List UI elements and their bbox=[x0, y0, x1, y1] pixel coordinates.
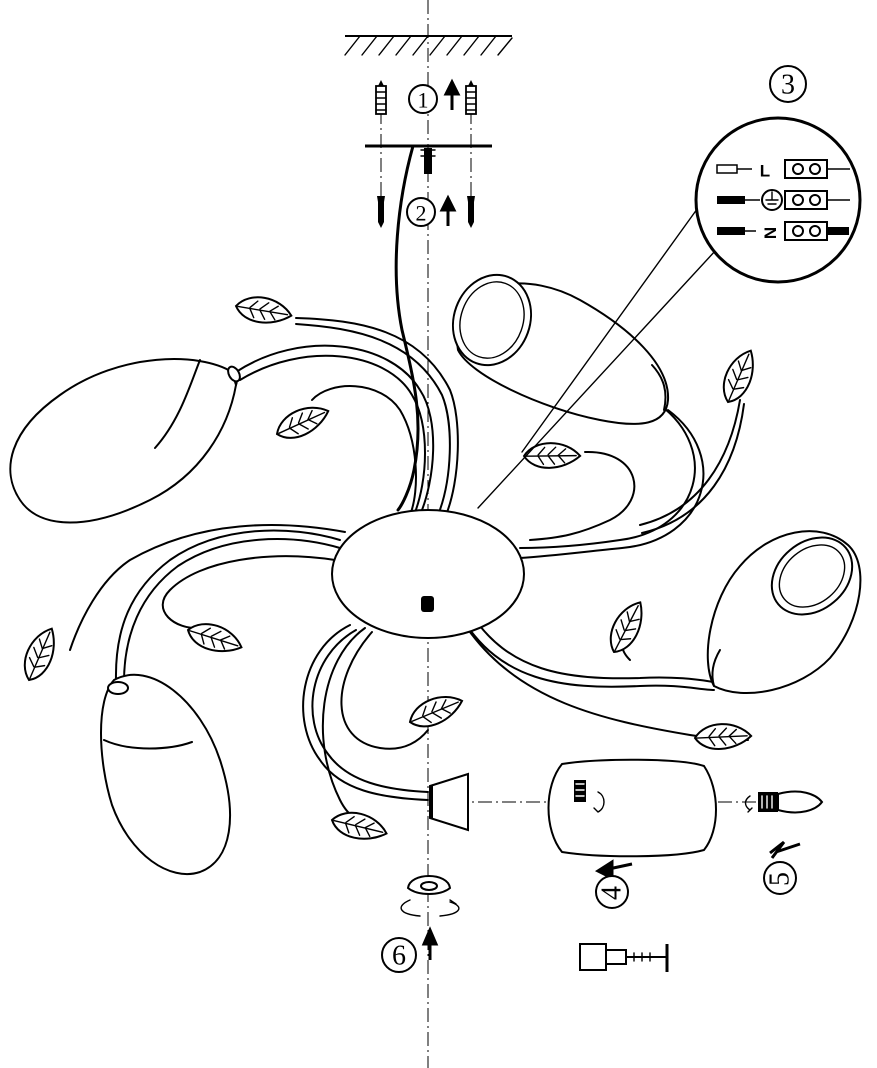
bulb-holder-cup bbox=[429, 772, 469, 832]
step-5-arrow-icon bbox=[769, 840, 801, 859]
leaf-9-icon bbox=[404, 689, 468, 733]
leaf-8-icon bbox=[183, 615, 247, 662]
step-6-marker: 6 bbox=[381, 937, 417, 973]
candle-bulb-icon bbox=[744, 790, 824, 814]
wiring-detail-circle: L N bbox=[694, 116, 862, 284]
leaf-3-icon bbox=[522, 440, 582, 472]
glass-shade-right bbox=[706, 530, 862, 694]
neutral-terminal-label: N bbox=[761, 227, 780, 239]
screw-right-icon bbox=[467, 196, 475, 228]
canopy bbox=[331, 509, 525, 639]
wall-plug-left-icon bbox=[375, 79, 387, 115]
step-5-marker: 5 bbox=[763, 861, 797, 895]
mounting-bracket bbox=[365, 144, 492, 174]
wall-plug-right-icon bbox=[465, 79, 477, 115]
supply-cable bbox=[394, 144, 420, 512]
step-3-number: 3 bbox=[781, 70, 795, 101]
step-4-arrow-icon bbox=[594, 859, 633, 881]
glass-shade-upper-center bbox=[451, 273, 670, 425]
step-1-marker: 1 bbox=[408, 84, 438, 114]
finial-cap bbox=[400, 875, 460, 917]
wiring-callout-lines bbox=[477, 204, 717, 509]
leaf-1-icon bbox=[232, 290, 295, 331]
step-5-number: 5 bbox=[765, 872, 796, 886]
leaf-10-icon bbox=[327, 804, 391, 848]
step-2-marker: 2 bbox=[406, 197, 436, 227]
arm-tubes bbox=[69, 317, 749, 819]
leaf-7-icon bbox=[14, 622, 66, 686]
step-2-number: 2 bbox=[416, 201, 427, 226]
live-terminal-label: L bbox=[760, 162, 770, 181]
step-4-marker: 4 bbox=[595, 875, 629, 909]
detached-glass-shade bbox=[547, 758, 717, 858]
step-1-arrow-icon bbox=[443, 78, 461, 110]
glass-shade-lower-left bbox=[100, 673, 231, 875]
step-1-number: 1 bbox=[418, 88, 429, 113]
leaf-2-icon bbox=[270, 399, 335, 445]
leaf-5-icon bbox=[600, 595, 654, 659]
step-4-number: 4 bbox=[597, 886, 628, 900]
glass-shade-upper-left bbox=[9, 358, 241, 524]
earth-ground-icon bbox=[761, 189, 783, 211]
leaf-4-icon bbox=[713, 344, 765, 408]
step-6-arrow-icon bbox=[421, 926, 439, 960]
step-6-number: 6 bbox=[392, 941, 406, 972]
bulb-holder-fixing-set bbox=[579, 943, 669, 972]
ceiling-hatching bbox=[344, 35, 513, 56]
step-3-marker: 3 bbox=[769, 65, 807, 103]
step-2-arrow-icon bbox=[439, 194, 457, 226]
leaf-6-icon bbox=[693, 722, 753, 752]
screw-left-icon bbox=[377, 196, 385, 228]
